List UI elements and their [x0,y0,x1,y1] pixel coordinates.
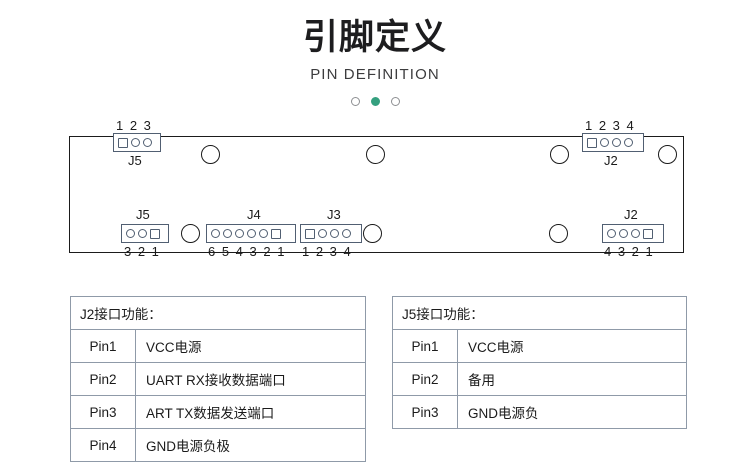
j3-bottom-pin-numbers: 1 2 3 4 [302,244,353,259]
pin-label: Pin3 [391,395,459,429]
j5-interface-table: J5接口功能： Pin1 VCC电源 Pin2 备用 Pin3 GND电源负 [391,296,687,429]
j4-bottom-pin-numbers: 6 5 4 3 2 1 [208,244,286,259]
connector-j2-bottom-right[interactable] [602,224,664,243]
j5-bottom-left-label: J5 [136,207,150,222]
page-subtitle: PIN DEFINITION [310,66,440,83]
pin-marker-square [586,137,597,148]
pin-label: Pin2 [391,362,459,396]
j5-table-header: J5接口功能： [392,296,687,330]
pin-function: GND电源负极 [134,428,367,462]
j4-bottom-label: J4 [247,207,261,222]
mounting-hole-bottom-left [181,224,200,243]
pin-marker-round [611,138,621,147]
j2-top-right-pin-numbers: 1 2 3 4 [585,118,636,133]
j2-bottom-right-pin-numbers: 4 3 2 1 [604,244,655,259]
pin-marker-round [234,229,244,238]
pin-label: Pin4 [70,428,136,462]
pin-label: Pin2 [70,362,136,396]
pin-marker-round [210,229,220,238]
pin-function: ART TX数据发送端口 [134,395,367,429]
pcb-diagram: 1 2 3 J5 1 2 3 4 J2 J5 3 2 1 J4 [0,118,750,268]
pin-marker-round [599,138,609,147]
carousel-dot-3[interactable] [390,97,400,106]
pin-label: Pin1 [70,329,136,363]
pin-label: Pin3 [70,395,136,429]
pin-marker-round [618,229,628,238]
table-row: Pin3 ART TX数据发送端口 [70,395,367,429]
table-row: Pin1 VCC电源 [391,329,687,363]
page-header: 引脚定义 PIN DEFINITION [0,0,750,106]
pin-label: Pin1 [391,329,459,363]
table-row: Pin1 VCC电源 [70,329,367,363]
pin-function: UART RX接收数据端口 [134,362,367,396]
table-header-row: J2接口功能： [70,296,366,330]
pin-marker-round [222,229,232,238]
mounting-hole-top-far-right [658,145,677,164]
pin-function: VCC电源 [134,329,367,363]
mounting-hole-top-right [550,145,569,164]
pin-function: GND电源负 [457,395,687,429]
connector-j2-top-right[interactable] [582,133,644,152]
table-header-row: J5接口功能： [392,296,687,330]
pin-marker-round [130,138,140,147]
j2-top-right-label: J2 [604,153,618,168]
mounting-hole-top-left [201,145,220,164]
pin-marker-square [117,137,128,148]
carousel-dot-1[interactable] [350,97,360,106]
pin-marker-round [341,229,351,238]
j5-top-left-pin-numbers: 1 2 3 [116,118,153,133]
pin-function: VCC电源 [457,329,687,363]
pin-marker-square [270,228,281,239]
pin-marker-round [606,229,616,238]
carousel-dots [0,97,750,106]
pin-marker-round [623,138,633,147]
j5-bottom-left-pin-numbers: 3 2 1 [124,244,161,259]
pin-marker-square [304,228,315,239]
carousel-dot-2[interactable] [370,97,380,106]
pin-marker-round [125,229,135,238]
mounting-hole-bottom-right [549,224,568,243]
pin-marker-round [137,229,147,238]
pin-marker-round [142,138,152,147]
pin-marker-round [258,229,268,238]
connector-j4-bottom[interactable] [206,224,296,243]
pin-marker-round [246,229,256,238]
j2-interface-table: J2接口功能： Pin1 VCC电源 Pin2 UART RX接收数据端口 Pi… [70,296,367,462]
j2-table-header: J2接口功能： [70,296,366,330]
j5-top-left-label: J5 [128,153,142,168]
pin-marker-square [149,228,160,239]
j3-bottom-label: J3 [327,207,341,222]
pin-marker-round [329,229,339,238]
pin-marker-square [642,228,653,239]
mounting-hole-top-center [366,145,385,164]
connector-j5-bottom-left[interactable] [121,224,169,243]
table-row: Pin4 GND电源负极 [70,428,367,462]
pin-marker-round [630,229,640,238]
pin-marker-round [317,229,327,238]
table-row: Pin2 UART RX接收数据端口 [70,362,367,396]
connector-j3-bottom[interactable] [300,224,362,243]
table-row: Pin3 GND电源负 [391,395,687,429]
j2-bottom-right-label: J2 [624,207,638,222]
mounting-hole-bottom-center [363,224,382,243]
page-title: 引脚定义 [302,18,447,58]
table-row: Pin2 备用 [391,362,687,396]
connector-j5-top-left[interactable] [113,133,161,152]
pin-function: 备用 [457,362,687,396]
